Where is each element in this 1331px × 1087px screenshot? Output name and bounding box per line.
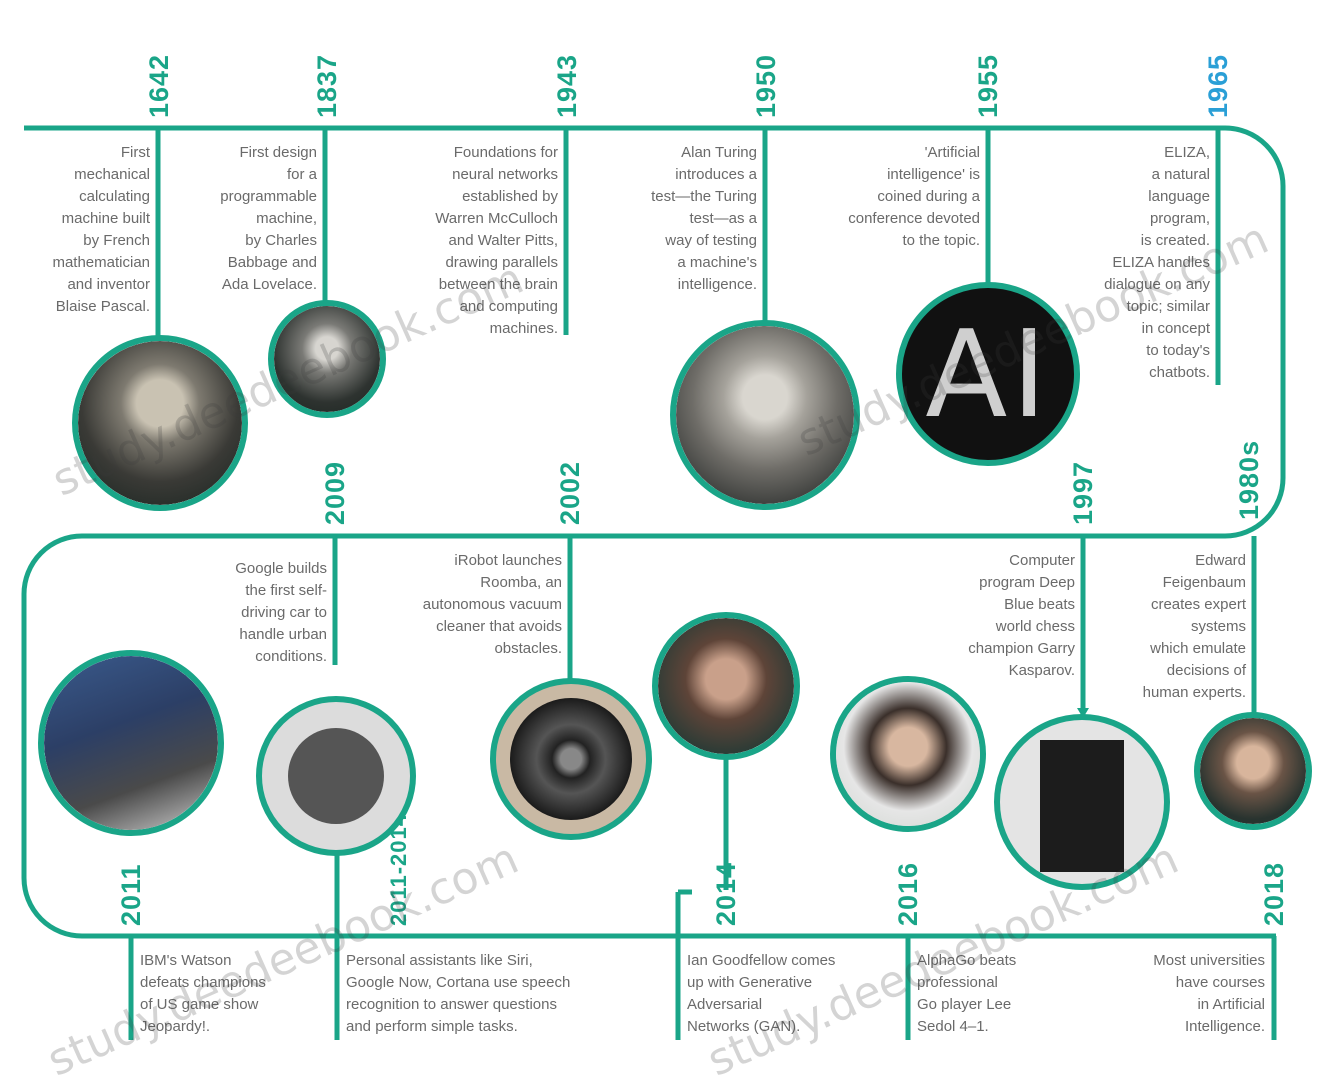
year-1837: 1837 bbox=[312, 53, 342, 118]
desc-1955: 'Artificial intelligence' is coined duri… bbox=[848, 144, 980, 249]
arrow-1997 bbox=[1077, 708, 1089, 718]
desc-2018: Most universities have courses in Artifi… bbox=[1153, 952, 1265, 1035]
year-1955: 1955 bbox=[973, 53, 1003, 118]
desc-2016: AlphaGo beats professional Go player Lee… bbox=[917, 952, 1017, 1035]
desc-2011-2014: Personal assistants like Siri, Google No… bbox=[346, 952, 571, 1035]
photo-feigenbaum bbox=[1194, 712, 1312, 830]
year-2009: 2009 bbox=[320, 460, 350, 525]
desc-2009: Google builds the first self- driving ca… bbox=[235, 560, 327, 665]
year-2018: 2018 bbox=[1259, 861, 1289, 926]
desc-1943: Foundations for neural networks establis… bbox=[435, 144, 558, 337]
desc-2011: IBM's Watson defeats champions of US gam… bbox=[140, 952, 266, 1035]
desc-2014: Ian Goodfellow comes up with Generative … bbox=[687, 952, 836, 1035]
year-1642: 1642 bbox=[144, 53, 174, 118]
photo-lee-sedol bbox=[830, 676, 986, 832]
desc-1950: Alan Turing introduces a test—the Turing… bbox=[651, 144, 757, 293]
year-1980s: 1980s bbox=[1234, 439, 1264, 520]
photo-pascal bbox=[72, 335, 248, 511]
desc-1837: First design for a programmable machine,… bbox=[220, 144, 317, 293]
year-2016: 2016 bbox=[893, 861, 923, 926]
photo-deep-blue bbox=[994, 714, 1170, 890]
photo-roomba bbox=[490, 678, 652, 840]
desc-1642: First mechanical calculating machine bui… bbox=[52, 144, 150, 315]
photo-ai-symbol: AI bbox=[896, 282, 1080, 466]
year-1943: 1943 bbox=[552, 53, 582, 118]
photo-watson bbox=[38, 650, 224, 836]
desc-1997: Computer program Deep Blue beats world c… bbox=[968, 552, 1075, 679]
photo-turing bbox=[670, 320, 860, 510]
desc-1965: ELIZA, a natural language program, is cr… bbox=[1104, 144, 1210, 381]
year-2002: 2002 bbox=[555, 460, 585, 525]
year-1950: 1950 bbox=[751, 53, 781, 118]
desc-1980s: Edward Feigenbaum creates expert systems… bbox=[1142, 552, 1246, 701]
top-row-line bbox=[21, 125, 1286, 939]
ai-symbol-text: AI bbox=[925, 306, 1051, 445]
year-1997: 1997 bbox=[1068, 460, 1098, 525]
photo-babbage bbox=[268, 300, 386, 418]
desc-2002: iRobot launches Roomba, an autonomous va… bbox=[422, 552, 562, 657]
photo-google-home bbox=[256, 696, 416, 856]
photo-goodfellow bbox=[652, 612, 800, 760]
year-2011: 2011 bbox=[116, 863, 146, 926]
year-2014: 2014 bbox=[711, 861, 741, 926]
year-1965: 1965 bbox=[1203, 53, 1233, 118]
